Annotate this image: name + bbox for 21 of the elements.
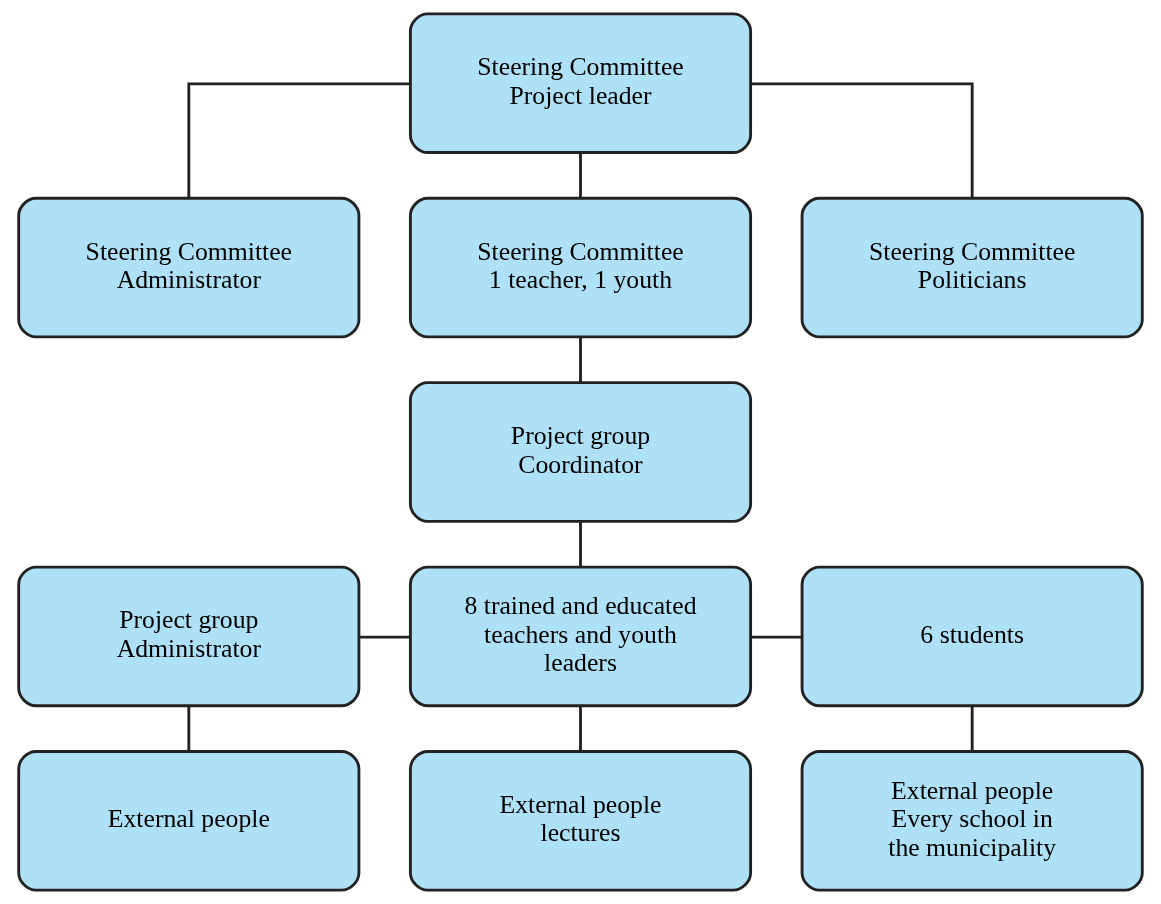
node-box: Steering Committee Project leader [408,12,753,154]
node-box: External people [17,750,361,892]
connector [970,706,974,751]
node-box: Project group Coordinator [408,381,753,523]
connector [579,706,582,751]
connector [579,521,582,567]
connector [579,152,582,198]
node-box: Steering Committee Politicians [800,196,1144,339]
connector [751,82,974,199]
node-box: External people Every school in the municipality [800,750,1144,892]
node-box: External people lectures [408,750,753,892]
node-box: 6 students [800,565,1144,708]
connector [187,82,410,199]
connector [579,337,582,383]
node-box: 8 trained and educated teachers and youth leaders [408,565,753,708]
node-box: Steering Committee Administrator [17,196,361,339]
connector [359,635,410,639]
connector [187,706,191,751]
connector [751,635,802,639]
node-box: Project group Administrator [17,565,361,708]
node-box: Steering Committee 1 teacher, 1 youth [408,196,753,339]
